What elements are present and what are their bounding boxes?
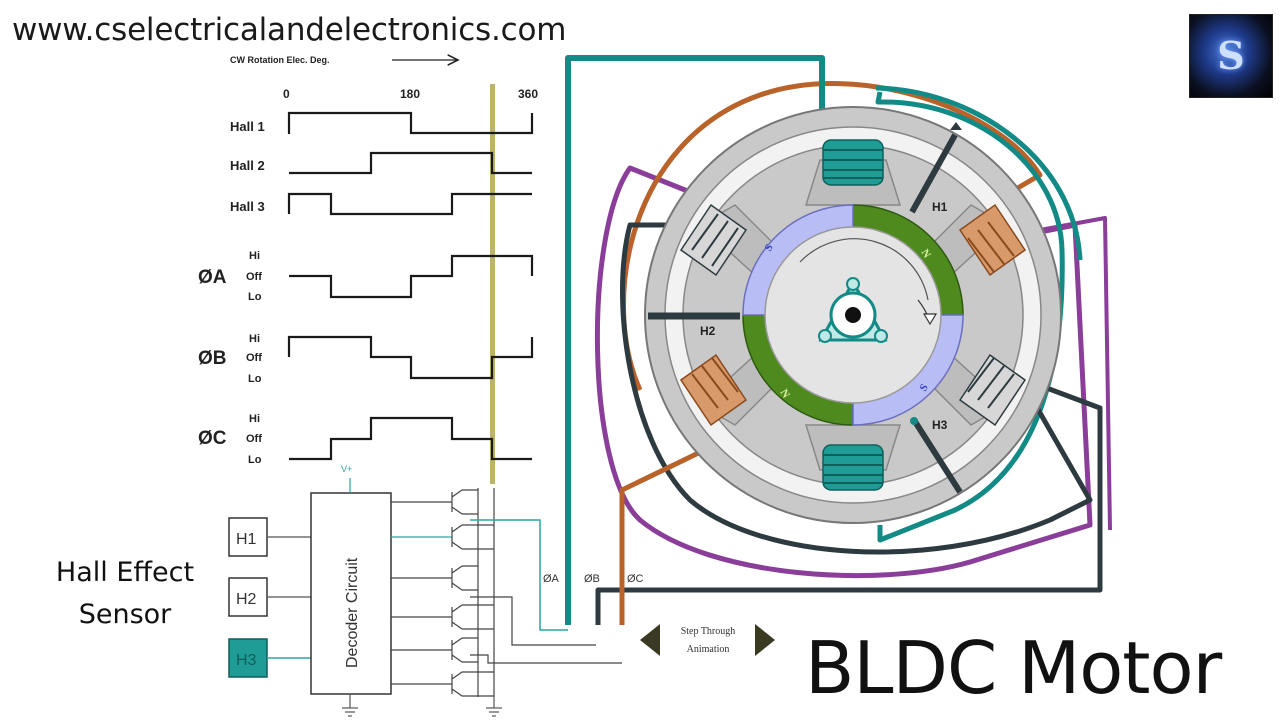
hall-probe-h1: [909, 133, 958, 214]
hall-label-line-2: Sensor: [78, 599, 172, 630]
hall-effect-sensor-label: Hall Effect Sensor: [30, 552, 220, 636]
bldc-title: BLDC Motor: [805, 626, 1222, 710]
phase-c-lo: Lo: [248, 454, 262, 466]
hall-label-line-1: Hall Effect: [55, 557, 195, 588]
sensor-h2-label: H2: [236, 591, 257, 608]
motor-wiring: [565, 55, 1112, 625]
motor-h3-label: H3: [932, 418, 948, 432]
phase-b-lead: [595, 375, 1103, 625]
bldc-motor: S N N S H1 H2 H3: [644, 106, 1062, 524]
motor-h1-label: H1: [932, 200, 948, 214]
coils: [679, 139, 1027, 491]
purple-wire: [594, 165, 1093, 578]
step-forward-button[interactable]: [755, 624, 775, 656]
site-url[interactable]: www.cselectricalandelectronics.com: [12, 12, 567, 48]
pole-label-s2: S: [917, 382, 930, 394]
phase-c-off: Off: [246, 433, 262, 445]
rotation-arc: [799, 238, 929, 301]
control-circuit: H1 H2 H3 Decoder Circuit V+: [228, 464, 644, 717]
phase-a-lo: Lo: [248, 291, 262, 303]
phase-b-symbol: ØB: [198, 348, 227, 369]
transistor-bridge: [391, 488, 495, 697]
dark-wire: [620, 222, 1093, 555]
coil-bottom: [822, 444, 884, 491]
hall-2-wave: [289, 151, 532, 175]
hall-2-label: Hall 2: [230, 158, 265, 173]
motor-h2-label: H2: [700, 324, 716, 338]
coil-top: [822, 139, 884, 186]
phase-c-wave: [289, 416, 532, 461]
phase-b-off: Off: [246, 352, 262, 364]
tick-180: 180: [400, 87, 420, 101]
decoder-ground: [342, 694, 358, 717]
rotation-arrowhead: [922, 313, 938, 326]
step-label-1: Step Through: [681, 626, 736, 637]
rotation-label: CW Rotation Elec. Deg.: [230, 55, 330, 65]
vplus-label: V+: [341, 464, 352, 474]
sensor-box-h3: [228, 638, 268, 678]
tick-360: 360: [518, 87, 538, 101]
logo-letter: S: [1217, 33, 1245, 78]
phase-b-wave: [287, 335, 534, 380]
coil-lower-left: [679, 353, 748, 427]
timing-diagram: CW Rotation Elec. Deg. 0 180 360 Hall 1 …: [198, 55, 538, 484]
coil-upper-right: [958, 203, 1027, 277]
phase-a-symbol: ØA: [198, 267, 227, 288]
tick-0: 0: [283, 87, 290, 101]
purple-wire-right: [1039, 216, 1112, 531]
bridge-ground: [486, 697, 502, 717]
step-back-button[interactable]: [640, 624, 660, 656]
phase-b-hi: Hi: [249, 333, 260, 345]
tap-phase-b: ØB: [584, 573, 600, 585]
step-controls: Step Through Animation: [640, 624, 775, 656]
time-cursor: [490, 84, 495, 484]
tap-phase-c: ØC: [627, 573, 644, 585]
phase-c-hi: Hi: [249, 413, 260, 425]
hall-1-label: Hall 1: [230, 119, 265, 134]
teal-wire-outer: [875, 91, 1065, 543]
hall-1-wave: [287, 111, 534, 135]
hall-3-label: Hall 3: [230, 199, 265, 214]
pole-label-s1: S: [762, 242, 775, 254]
phase-a-off: Off: [246, 271, 262, 283]
teal-wire-top: [875, 85, 1083, 261]
phase-b-lo: Lo: [248, 373, 262, 385]
hall-3-wave: [287, 192, 532, 216]
sensor-box-h2: [228, 577, 268, 617]
step-label-2: Animation: [687, 644, 730, 655]
site-logo: S: [1189, 14, 1273, 98]
rotor: [742, 204, 964, 426]
coil-lower-right: [958, 353, 1027, 427]
phase-a-hi: Hi: [249, 250, 260, 262]
decoder-box: [310, 492, 392, 695]
hall-probe-h3: [911, 418, 963, 494]
phase-a-wave: [289, 254, 534, 299]
tap-phase-a: ØA: [543, 573, 560, 585]
sensor-h1-label: H1: [236, 531, 257, 548]
phase-c-symbol: ØC: [198, 428, 227, 449]
decoder-label: Decoder Circuit: [344, 557, 361, 668]
sensor-h3-label: H3: [236, 652, 257, 669]
